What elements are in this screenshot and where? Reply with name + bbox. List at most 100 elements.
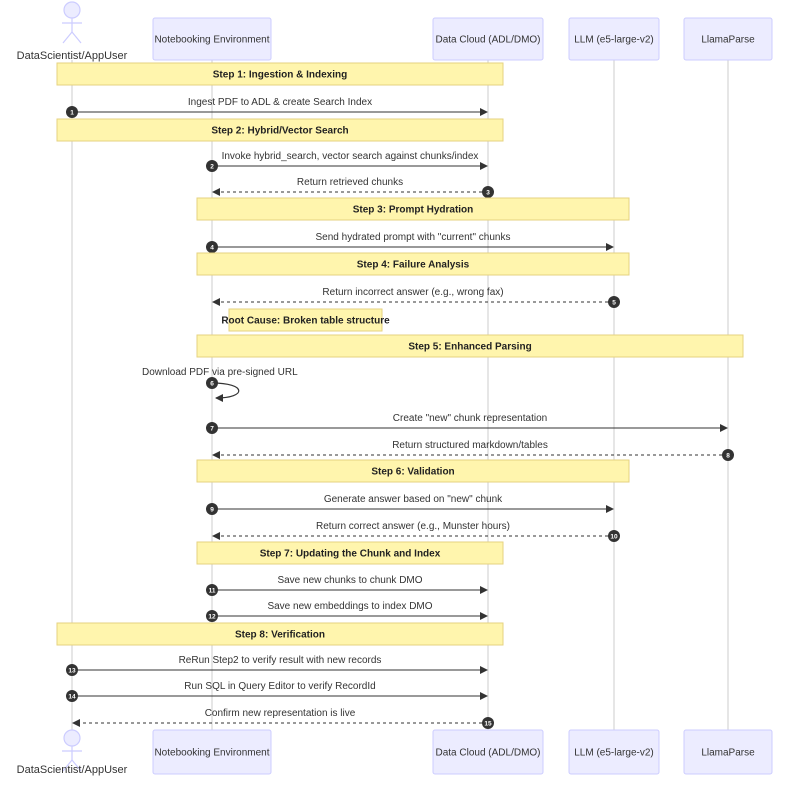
- message-label: Confirm new representation is live: [205, 708, 356, 719]
- step-badge: [66, 690, 78, 702]
- message-label: Return correct answer (e.g., Munster hou…: [316, 521, 510, 532]
- message-label: Create "new" chunk representation: [393, 413, 547, 424]
- participant-label: LlamaParse: [701, 748, 755, 759]
- participant-box: [568, 17, 660, 61]
- message-label: Send hydrated prompt with "current" chun…: [316, 232, 511, 243]
- step-badge: [206, 241, 218, 253]
- participant-label: LlamaParse: [701, 35, 755, 46]
- participant-box: [152, 17, 272, 61]
- message-6: Download PDF via pre-signed URL 6: [142, 367, 298, 402]
- participant-label: Data Cloud (ADL/DMO): [435, 748, 540, 759]
- note-text: Root Cause: Broken table structure: [221, 316, 390, 327]
- step-number: 7: [210, 425, 214, 432]
- participant-box: [683, 17, 773, 61]
- participant-box: [152, 729, 272, 775]
- participant-user-top: DataScientist/AppUser: [17, 1, 128, 62]
- step-number: 1: [70, 109, 74, 116]
- note-18: Step 7: Updating the Chunk and Index: [196, 541, 504, 565]
- participant-dc-top: Data Cloud (ADL/DMO): [432, 17, 544, 61]
- message-label: Return retrieved chunks: [297, 177, 403, 188]
- step-number: 8: [726, 452, 730, 459]
- note-box: [196, 541, 504, 565]
- step-number: 10: [610, 533, 618, 540]
- message-1: Ingest PDF to ADL & create Search Index 1: [66, 97, 488, 118]
- step-number: 15: [484, 720, 492, 727]
- message-15: Confirm new representation is live 15: [72, 708, 494, 729]
- message-label: Return incorrect answer (e.g., wrong fax…: [322, 287, 503, 298]
- message-8: Return structured markdown/tables 8: [212, 440, 734, 461]
- message-14: Run SQL in Query Editor to verify Record…: [66, 681, 488, 702]
- note-1: Step 1: Ingestion & Indexing: [56, 62, 504, 86]
- participant-nb-bottom: Notebooking Environment: [152, 729, 272, 775]
- step-number: 4: [210, 244, 214, 251]
- step-badge: [608, 296, 620, 308]
- message-7: Create "new" chunk representation 7: [206, 413, 728, 434]
- note-box: [196, 252, 630, 276]
- message-label: ReRun Step2 to verify result with new re…: [179, 655, 382, 666]
- message-5: Return incorrect answer (e.g., wrong fax…: [212, 287, 620, 308]
- message-3: Return retrieved chunks 3: [212, 177, 494, 198]
- step-badge: [482, 186, 494, 198]
- participant-box: [432, 17, 544, 61]
- note-box: [56, 118, 504, 142]
- participant-user-bottom: DataScientist/AppUser: [17, 729, 128, 776]
- message-label: Run SQL in Query Editor to verify Record…: [184, 681, 375, 692]
- participant-dc-bottom: Data Cloud (ADL/DMO): [432, 729, 544, 775]
- step-number: 11: [209, 587, 216, 594]
- note-box: [196, 197, 630, 221]
- step-badge: [206, 377, 218, 389]
- message-9: Generate answer based on "new" chunk 9: [206, 494, 614, 515]
- step-badge: [722, 449, 734, 461]
- step-badge: [66, 664, 78, 676]
- self-arrow: [211, 382, 240, 402]
- participant-label: Notebooking Environment: [154, 35, 269, 46]
- note-15: Step 6: Validation: [196, 459, 630, 483]
- actor-label: DataScientist/AppUser: [17, 764, 128, 776]
- note-11: Step 5: Enhanced Parsing: [196, 334, 744, 358]
- participant-label: LLM (e5-large-v2): [574, 35, 653, 46]
- note-text: Step 5: Enhanced Parsing: [408, 342, 531, 353]
- note-text: Step 7: Updating the Chunk and Index: [260, 549, 441, 560]
- message-2: Invoke hybrid_search, vector search agai…: [206, 151, 488, 172]
- note-text: Step 1: Ingestion & Indexing: [213, 70, 347, 81]
- participant-nb-top: Notebooking Environment: [152, 17, 272, 61]
- message-label: Download PDF via pre-signed URL: [142, 367, 298, 378]
- step-badge: [482, 717, 494, 729]
- step-badge: [206, 610, 218, 622]
- note-21: Step 8: Verification: [56, 622, 504, 646]
- step-number: 3: [486, 189, 490, 196]
- message-4: Send hydrated prompt with "current" chun…: [206, 232, 614, 253]
- step-number: 12: [208, 613, 216, 620]
- participant-box: [568, 729, 660, 775]
- message-label: Generate answer based on "new" chunk: [324, 494, 503, 505]
- note-box: [196, 459, 630, 483]
- note-text: Step 3: Prompt Hydration: [353, 205, 474, 216]
- step-number: 6: [210, 380, 214, 387]
- message-12: Save new embeddings to index DMO 12: [206, 601, 488, 622]
- message-label: Return structured markdown/tables: [392, 440, 548, 451]
- step-badge: [206, 160, 218, 172]
- message-label: Save new embeddings to index DMO: [267, 601, 432, 612]
- participant-box: [432, 729, 544, 775]
- step-badge: [608, 530, 620, 542]
- step-number: 2: [210, 163, 214, 170]
- note-box: [56, 622, 504, 646]
- message-label: Invoke hybrid_search, vector search agai…: [222, 151, 479, 162]
- participant-label: Data Cloud (ADL/DMO): [435, 35, 540, 46]
- participant-lp-bottom: LlamaParse: [683, 729, 773, 775]
- note-box: [56, 62, 504, 86]
- step-number: 9: [210, 506, 214, 513]
- step-badge: [206, 503, 218, 515]
- note-text: Step 4: Failure Analysis: [357, 260, 470, 271]
- step-number: 13: [68, 667, 76, 674]
- step-number: 5: [612, 299, 616, 306]
- note-text: Step 2: Hybrid/Vector Search: [211, 126, 348, 137]
- message-label: Ingest PDF to ADL & create Search Index: [188, 97, 372, 108]
- message-13: ReRun Step2 to verify result with new re…: [66, 655, 488, 676]
- note-text: Step 8: Verification: [235, 630, 325, 641]
- step-badge: [206, 422, 218, 434]
- note-box: [228, 308, 383, 332]
- participant-llm-bottom: LLM (e5-large-v2): [568, 729, 660, 775]
